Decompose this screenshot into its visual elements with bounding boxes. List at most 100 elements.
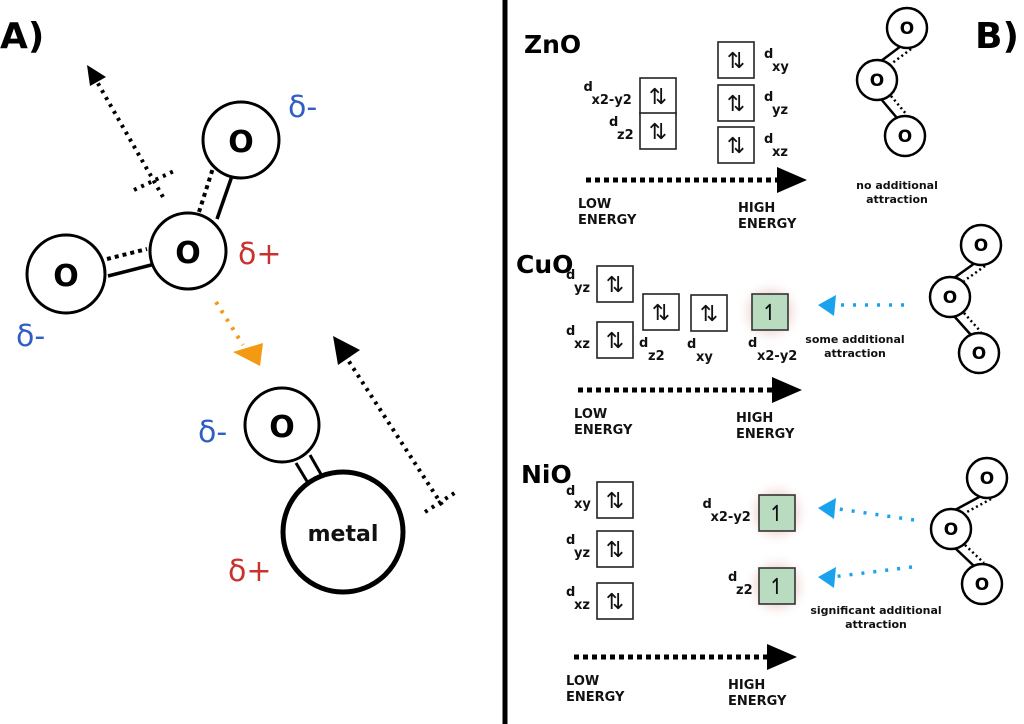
svg-text:O: O [269, 410, 295, 445]
arrowhead-icon [87, 65, 106, 86]
oxide-title: CuO [516, 250, 573, 279]
orbital-box [717, 126, 755, 164]
orbital-d-letter: d [566, 484, 575, 499]
repulsion-arrow-right [333, 336, 458, 514]
electron-spin-icon: ⇅ [649, 85, 667, 110]
attraction-caption-line2: attraction [824, 347, 886, 360]
orbital-d-xy: ⇅ dxy [687, 294, 728, 365]
orbital-d-xy: ⇅dxy [717, 41, 789, 79]
electron-spin-icon: ⇅ [652, 301, 670, 326]
orbital-subscript: yz [574, 281, 590, 296]
orbital-subscript: z2 [617, 128, 634, 143]
bond-partial [197, 167, 215, 213]
orbital-d-letter: d [703, 497, 712, 512]
arrowhead-icon [818, 295, 836, 316]
svg-text:O: O [175, 236, 201, 271]
ozone-oxygen-atom: O [885, 6, 929, 50]
ozone-oxygen-atom: O [965, 456, 1009, 500]
low-energy-label-line1: LOW [574, 407, 607, 422]
orbital-d-letter: d [728, 570, 737, 585]
orbital-subscript: z2 [648, 349, 665, 364]
charge-left-oxygen: δ- [16, 319, 45, 354]
ozone-oxygen-atom: O [855, 58, 899, 102]
orbital-box [596, 530, 634, 568]
orbital-subscript: xz [574, 598, 590, 613]
energy-axis-arrow [578, 377, 802, 403]
bond-single [215, 175, 234, 220]
orbital-subscript: yz [574, 546, 590, 561]
orbital-d-letter: d [584, 80, 593, 95]
orbital-box [751, 293, 789, 331]
low-energy-label-line2: ENERGY [574, 423, 633, 438]
orbital-box [758, 567, 796, 605]
panel-b-label: B) [975, 16, 1019, 57]
low-energy-label-line1: LOW [578, 197, 611, 212]
low-energy-label-line2: ENERGY [566, 690, 625, 705]
svg-text:O: O [898, 127, 912, 147]
high-energy-label-line1: HIGH [728, 678, 765, 693]
electron-spin-icon: ⇅ [727, 134, 745, 159]
orbital-box [758, 494, 796, 532]
attraction-caption-line2: attraction [866, 193, 928, 206]
ozone-molecule: OOO [928, 223, 1003, 375]
electron-spin-icon: ⇅ [727, 92, 745, 117]
panel-a: A) O O O δ- δ+ δ- [0, 16, 458, 595]
oxide-cuo: CuO⇅dyz⇅dxz⇅dz2⇅dxy↿dx2-y2LOWENERGYHIGHE… [516, 223, 1003, 442]
orbital-box [642, 293, 680, 331]
ozone-molecule: O O O [929, 456, 1009, 606]
attraction-caption-line2: attraction [845, 618, 907, 631]
orbital-subscript: x2-y2 [757, 349, 797, 364]
orbital-d-letter: d [566, 585, 575, 600]
orbital-subscript: x2-y2 [711, 510, 751, 525]
orbital-subscript: xy [574, 497, 591, 512]
repulsion-arrow-top [87, 65, 175, 198]
energy-axis-arrow [586, 167, 807, 193]
electron-spin-icon: ↿ [768, 575, 786, 600]
orbital-box [596, 265, 634, 303]
electron-spin-icon: ↿ [768, 502, 786, 527]
orbital-subscript: xy [696, 350, 713, 365]
ozone-oxygen-atom: O [957, 331, 1001, 375]
orbital-box [596, 321, 634, 359]
orbital-d-letter: d [687, 337, 696, 352]
electron-spin-icon: ⇅ [606, 538, 624, 563]
orbital-box [717, 84, 755, 122]
orbital-d-letter: d [764, 90, 773, 105]
charge-top-oxygen: δ- [288, 90, 317, 125]
arrowhead-icon [818, 567, 836, 588]
ozone-oxygen-atom: O [960, 562, 1004, 606]
ozone-oxygen-atom: O [929, 507, 973, 551]
arrowhead-icon [333, 336, 360, 365]
low-energy-label-line1: LOW [566, 674, 599, 689]
electron-spin-icon: ⇅ [606, 329, 624, 354]
electron-spin-icon: ⇅ [700, 302, 718, 327]
electron-spin-icon: ⇅ [606, 273, 624, 298]
svg-text:O: O [975, 575, 989, 595]
orbital-d-letter: d [639, 336, 648, 351]
attraction-caption-line1: some additional [805, 333, 904, 346]
svg-text:O: O [944, 520, 958, 540]
orbital-d-letter: d [748, 336, 757, 351]
orbital-d-z2: ⇅ dz2 [639, 293, 680, 364]
oxide-title: ZnO [524, 30, 581, 59]
attraction-arrow-blue [818, 565, 913, 588]
orbital-d-x2-y2: ⇅dx2-y2 [584, 77, 677, 115]
orbital-d-x2-y2: ↿ dx2-y2 [703, 479, 811, 547]
ozone-molecule: OOO [855, 6, 929, 158]
svg-text:O: O [980, 469, 994, 489]
orbital-d-yz: ⇅dyz [717, 84, 788, 122]
metal-atom: metal [280, 469, 406, 595]
high-energy-label-line1: HIGH [738, 201, 775, 216]
panel-a-label: A) [0, 16, 44, 57]
orbital-d-yz: ⇅dyz [566, 265, 634, 303]
orbital-d-letter: d [764, 132, 773, 147]
svg-text:O: O [972, 344, 986, 364]
charge-central-oxygen: δ+ [238, 237, 282, 272]
orbital-subscript: xz [772, 145, 788, 160]
ozone-oxygen-atom: O [883, 114, 927, 158]
orbital-d-letter: d [764, 47, 773, 62]
attraction-arrow-orange [214, 300, 263, 366]
charge-metal: δ+ [228, 554, 272, 589]
oxide-zno: ZnO⇅dx2-y2⇅dz2⇅dxy⇅dyz⇅dxzLOWENERGYHIGHE… [524, 6, 938, 232]
